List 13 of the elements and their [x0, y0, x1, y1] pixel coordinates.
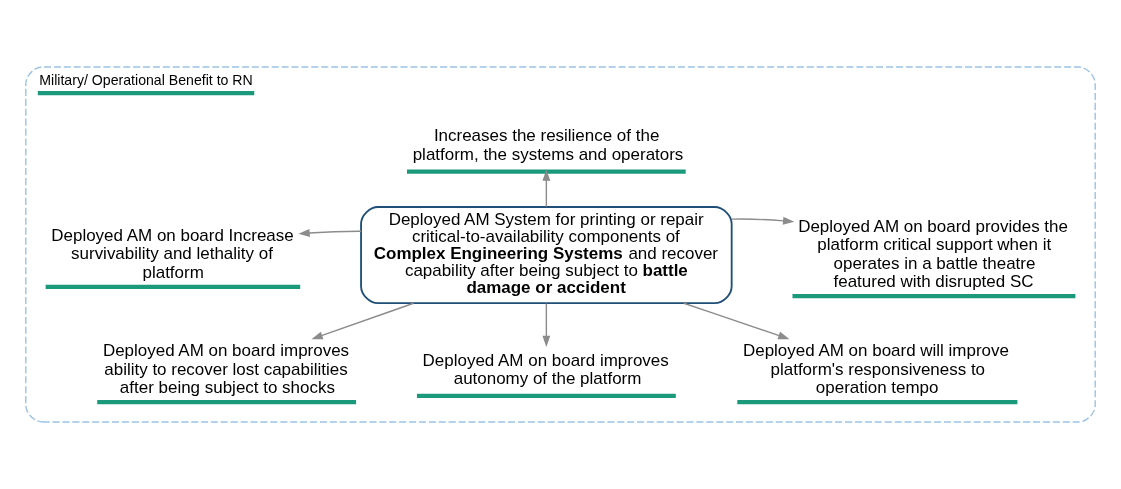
- node-text: Deployed AM on board improves autonomy of the platform: [422, 350, 669, 388]
- node-text: Increases the resilience of the platform, the systems and operators: [412, 126, 684, 164]
- arrow: [731, 216, 795, 225]
- arrow: [542, 302, 551, 347]
- node-text: Deployed AM on board improves ability to recover lost capabilities after being subject to shocks: [102, 341, 350, 398]
- node-text: Deployed AM on board will improve platform's responsiveness to operation tempo: [742, 341, 1009, 398]
- node-text: Deployed AM on board Increase survivability and lethality of platform: [51, 226, 294, 282]
- node-text: Deployed AM on board provides the platform critical support when it operates in a battle theatre featured with disrupted SC: [798, 216, 1068, 292]
- arrow: [311, 302, 415, 340]
- arrow: [683, 302, 790, 340]
- arrow: [298, 229, 362, 237]
- arrow: [542, 169, 551, 208]
- node-box: Deployed AM System for printing or repair critical-to-availability components of Complex Engineering Systems and recover capability after being subject to battle damage or accident: [360, 206, 733, 305]
